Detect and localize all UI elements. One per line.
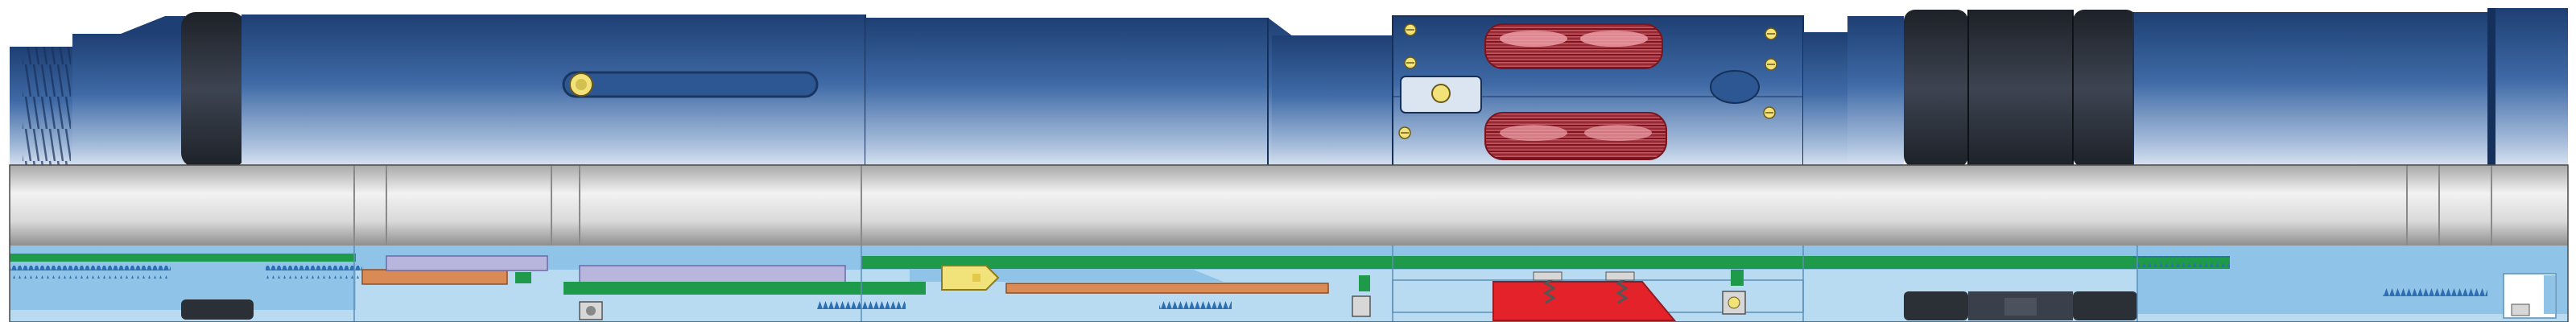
top-sub-taper [121, 16, 185, 34]
housing-step [865, 18, 1268, 167]
rubber-section-a [1904, 291, 1968, 320]
upper-packer-element [1484, 23, 1663, 69]
green-seal-b [1359, 275, 1370, 291]
brass-coupling [941, 265, 1000, 291]
slot-screw-icon [569, 72, 593, 97]
green-sleeve-main [564, 282, 926, 295]
green-sleeve-left [10, 254, 356, 262]
slot-screw-icon [1398, 23, 1777, 139]
box-end [2491, 8, 2568, 167]
thread-icon [2133, 256, 2230, 267]
green-seal-a [515, 272, 531, 283]
bore-joints [353, 165, 2492, 246]
thread-icon [23, 47, 71, 167]
green-sleeve-long [861, 256, 2230, 269]
collar-section [181, 299, 254, 320]
thread-icon [1159, 298, 1232, 309]
bottom-sub-section [2137, 270, 2568, 314]
lower-rubber-ring-a [1904, 10, 1968, 167]
lower-rubber-ring-c [2073, 10, 2137, 167]
shear-pin-b [1352, 295, 1371, 317]
upper-rubber-ring [181, 12, 246, 167]
green-seal-c [1731, 270, 1744, 286]
lower-packer-element [1484, 112, 1667, 160]
top-sub [72, 34, 185, 167]
slip-red [1492, 281, 1677, 321]
port-hole [1710, 70, 1760, 104]
rubber-section-c [2073, 291, 2137, 320]
purple-sleeve-b [579, 265, 846, 284]
j-slot [562, 71, 819, 98]
lower-rubber-ring-b [1968, 10, 2073, 167]
thread-icon [266, 266, 362, 279]
middle-sub [1803, 32, 1852, 167]
purple-sleeve [386, 255, 548, 271]
inner-bore [10, 165, 2568, 246]
exterior-body [10, 8, 2568, 168]
thread-icon [2383, 286, 2487, 299]
seal-housing [1847, 16, 1904, 167]
neck-section [1272, 35, 1401, 167]
bottom-housing [2133, 12, 2496, 167]
thread-icon [10, 266, 171, 279]
tool-outline [9, 164, 2569, 322]
copper-ring [361, 269, 508, 285]
button-screw-icon [1431, 84, 1451, 103]
cross-section [10, 246, 2568, 322]
set-screw [2511, 303, 2530, 316]
copper-strip [1005, 283, 1329, 294]
